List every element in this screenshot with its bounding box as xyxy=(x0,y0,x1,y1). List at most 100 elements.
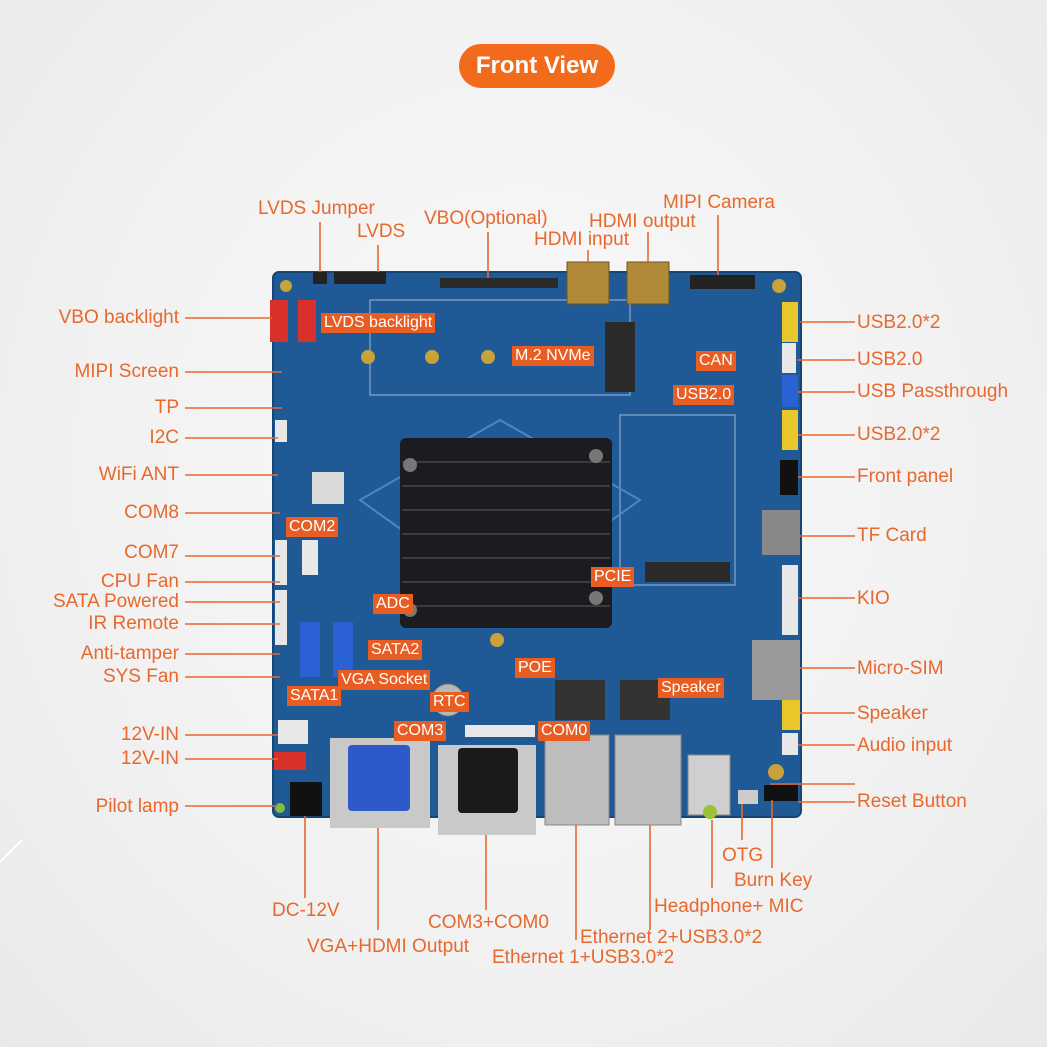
mount-hole xyxy=(425,350,439,364)
label-vga-hdmi-output: VGA+HDMI Output xyxy=(307,936,470,957)
i2c-connector xyxy=(275,420,287,442)
tf-card-slot xyxy=(762,510,800,555)
label-12v-in-2: 12V-IN xyxy=(120,748,179,769)
label-otg: OTG xyxy=(722,845,764,866)
label-sata-powered: SATA Powered xyxy=(52,591,179,612)
usb-header-white xyxy=(782,343,796,373)
label-hdmi-input: HDMI input xyxy=(534,229,630,250)
tag-can: CAN xyxy=(696,351,736,371)
sata2-port xyxy=(333,622,353,677)
title-pill: Front View xyxy=(459,44,615,88)
label-i2c: I2C xyxy=(149,427,179,448)
label-hdmi-output: HDMI output xyxy=(589,211,696,232)
label-speaker: Speaker xyxy=(857,703,928,724)
label-burn-key: Burn Key xyxy=(734,870,813,891)
tag-adc: ADC xyxy=(373,594,413,614)
label-tp: TP xyxy=(154,397,179,418)
label-usb20: USB2.0 xyxy=(857,349,923,370)
mipi-camera-connector xyxy=(690,275,755,289)
lvds-header xyxy=(334,272,386,284)
heatsink-screw xyxy=(589,591,603,605)
heatsink-screw xyxy=(589,449,603,463)
com-connector xyxy=(275,540,287,585)
label-cpu-fan: CPU Fan xyxy=(100,571,179,592)
tag-poe: POE xyxy=(515,658,555,678)
otg-port xyxy=(738,790,758,804)
label-lvds: LVDS xyxy=(357,221,406,242)
label-anti-tamper: Anti-tamper xyxy=(80,643,179,664)
mount-hole xyxy=(490,633,504,647)
mount-hole xyxy=(481,350,495,364)
com2-connector xyxy=(302,540,318,575)
label-lvds-jumper: LVDS Jumper xyxy=(258,198,375,219)
tag-pcie: PCIE xyxy=(591,567,635,587)
tag-com0: COM0 xyxy=(538,721,591,741)
lan-chip xyxy=(555,680,605,720)
audio-input-connector xyxy=(782,733,798,755)
vbo-backlight-connector xyxy=(270,300,288,342)
label-tf-card: TF Card xyxy=(857,525,927,546)
label-com8: COM8 xyxy=(124,502,179,523)
burn-key-header xyxy=(764,785,798,801)
hdmi-input-port xyxy=(566,261,610,305)
usb-header-yellow-1 xyxy=(782,302,798,342)
label-ir-remote: IR Remote xyxy=(88,613,179,634)
pcb-inner-zone-2 xyxy=(619,414,736,586)
mic-jack-green xyxy=(703,805,717,819)
12v-in-red xyxy=(274,752,306,770)
tag-lvds-backlight: LVDS backlight xyxy=(321,313,436,333)
ethernet-1-port xyxy=(544,734,610,826)
label-vbo-optional: VBO(Optional) xyxy=(424,208,548,229)
tag-sata1: SATA1 xyxy=(287,686,342,706)
lvds-backlight-connector xyxy=(298,300,316,342)
label-usb20x2-1: USB2.0*2 xyxy=(857,312,941,333)
mount-hole xyxy=(361,350,375,364)
kio-connector xyxy=(782,565,798,635)
pilot-lamp xyxy=(275,803,285,813)
hdmi-output-port xyxy=(626,261,670,305)
label-com7: COM7 xyxy=(124,542,179,563)
label-ethernet-2: Ethernet 2+USB3.0*2 xyxy=(580,927,763,948)
label-audio-input: Audio input xyxy=(857,735,953,756)
label-com3-com0: COM3+COM0 xyxy=(428,912,549,933)
label-mipi-camera: MIPI Camera xyxy=(663,192,775,213)
sata1-port xyxy=(300,622,320,677)
tag-com2: COM2 xyxy=(286,517,339,537)
label-kio: KIO xyxy=(857,588,890,609)
tag-rtc: RTC xyxy=(430,692,469,712)
pcie-slot xyxy=(645,562,730,582)
lvds-jumper xyxy=(313,272,327,284)
tag-m2-nvme: M.2 NVMe xyxy=(512,346,594,366)
dc-jack xyxy=(290,782,322,816)
com3-com0-headers xyxy=(465,725,535,737)
label-front-panel: Front panel xyxy=(857,466,954,487)
vbo-connector xyxy=(440,278,558,288)
tag-speaker: Speaker xyxy=(658,678,724,698)
label-12v-in-1: 12V-IN xyxy=(120,724,179,745)
label-sys-fan: SYS Fan xyxy=(102,666,179,687)
label-headphone-mic: Headphone+ MIC xyxy=(654,896,804,917)
label-mipi-screen: MIPI Screen xyxy=(74,361,179,382)
label-vbo-backlight: VBO backlight xyxy=(58,307,179,328)
label-usb-passthrough: USB Passthrough xyxy=(857,381,1009,402)
front-panel-header xyxy=(780,460,798,495)
vga-socket-blue xyxy=(348,745,410,811)
micro-sim-slot xyxy=(752,640,800,700)
label-usb20x2-2: USB2.0*2 xyxy=(857,424,941,445)
label-ethernet-1: Ethernet 1+USB3.0*2 xyxy=(492,947,675,968)
ethernet-2-port xyxy=(614,734,682,826)
usb-header-yellow-2 xyxy=(782,410,798,450)
12v-in-white xyxy=(278,720,308,744)
usb-passthrough-blue xyxy=(782,375,798,407)
label-micro-sim: Micro-SIM xyxy=(857,658,944,679)
wifi-module xyxy=(312,472,344,504)
decor-stroke xyxy=(0,839,23,863)
tag-vga-socket: VGA Socket xyxy=(338,670,431,690)
fan-connector xyxy=(275,590,287,645)
com-db9-body xyxy=(458,748,518,813)
tag-com3: COM3 xyxy=(394,721,447,741)
label-dc-12v: DC-12V xyxy=(272,900,340,921)
mount-hole xyxy=(280,280,292,292)
